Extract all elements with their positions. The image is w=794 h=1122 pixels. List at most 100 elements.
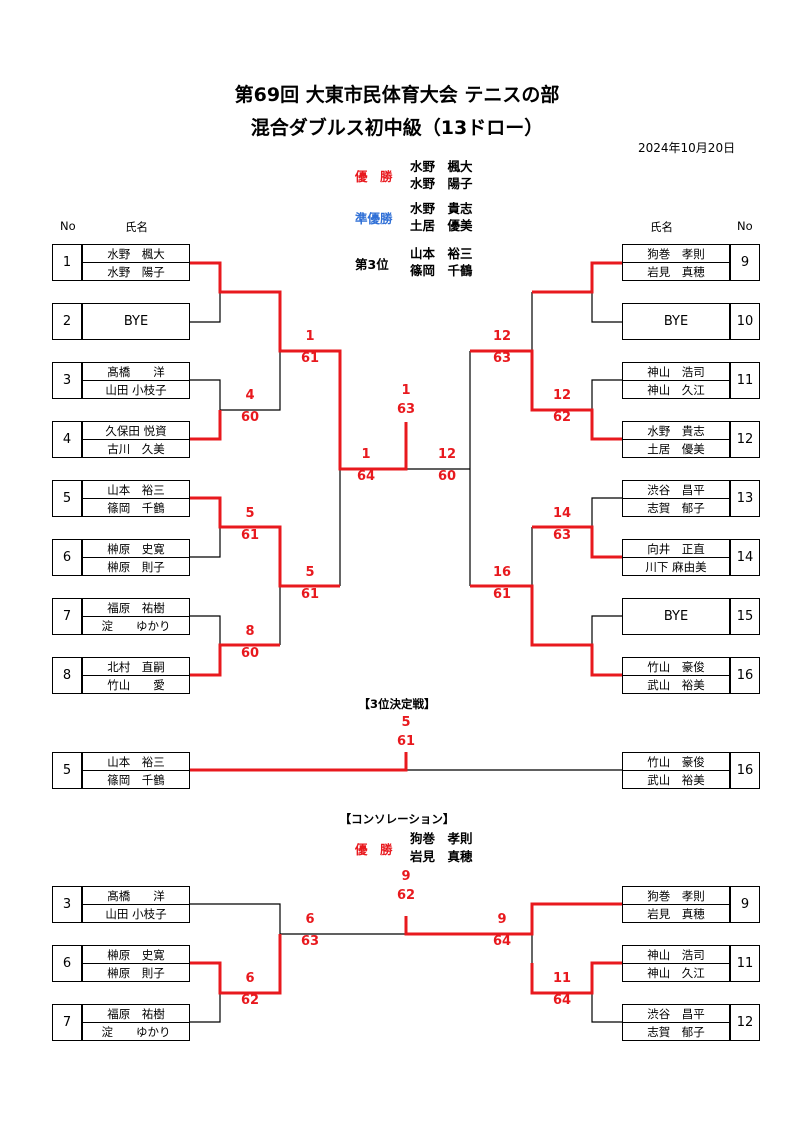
entry-bye-2: BYE <box>82 303 190 340</box>
entry-number: 13 <box>730 480 760 517</box>
page-title: 第69回 大東市民体育大会 テニスの部 <box>234 84 560 106</box>
entry-pair-6: 榊原 史寛榊原 則子 <box>82 539 190 576</box>
player-name: 岩見 真穂 <box>647 264 705 279</box>
consolation-champion-2: 岩見 真穂 <box>410 849 473 864</box>
winner-no: 5 <box>305 565 315 580</box>
game-score: 64 <box>492 934 512 949</box>
consolation-champion-label: 優 勝 <box>355 842 393 857</box>
game-score: 61 <box>300 351 320 366</box>
winner-no: 16 <box>492 565 512 580</box>
entry-pair-7: 福原 祐樹淀 ゆかり <box>82 598 190 635</box>
player-name: 榊原 則子 <box>107 559 165 574</box>
player-name: 古川 久美 <box>107 441 165 456</box>
consolation-pair-6: 榊原 史寛榊原 則子 <box>82 945 190 982</box>
winner-no: 5 <box>245 506 255 521</box>
event-date: 2024年10月20日 <box>638 141 736 155</box>
game-score: 62 <box>552 410 572 425</box>
player-name: 神山 久江 <box>647 382 705 397</box>
entry-pair-5: 山本 裕三篠岡 千鶴 <box>82 480 190 517</box>
winner-no: 4 <box>245 388 255 403</box>
player-name: 篠岡 千鶴 <box>107 500 165 515</box>
entry-pair-16: 竹山 豪俊武山 裕美 <box>622 657 730 694</box>
champion-player-1: 水野 楓大 <box>410 159 473 174</box>
entry-pair-12: 水野 貴志土居 優美 <box>622 421 730 458</box>
winner-no: 9 <box>401 869 411 884</box>
player-name: 山本 裕三 <box>83 753 189 771</box>
game-score: 62 <box>396 888 416 903</box>
player-name: 土居 優美 <box>647 441 705 456</box>
entry-number: 7 <box>52 598 82 635</box>
consolation-pair-7: 福原 祐樹淀 ゆかり <box>82 1004 190 1041</box>
game-score: 62 <box>240 993 260 1008</box>
player-name: 榊原 史寛 <box>83 540 189 558</box>
player-name: 榊原 則子 <box>107 965 165 980</box>
consolation-heading: 【コンソレーション】 <box>339 812 455 826</box>
player-name: 竹山 豪俊 <box>623 753 729 771</box>
entry-number: 3 <box>52 886 82 923</box>
entry-number: 9 <box>730 244 760 281</box>
player-name: 髙橋 洋 <box>83 363 189 381</box>
entry-number: 12 <box>730 1004 760 1041</box>
third-label: 第3位 <box>355 257 389 272</box>
player-name: 髙橋 洋 <box>83 887 189 905</box>
game-score: 63 <box>300 934 320 949</box>
winner-no: 5 <box>401 715 411 730</box>
entry-number: 1 <box>52 244 82 281</box>
third-place-pair-right: 竹山 豪俊武山 裕美 <box>622 752 730 789</box>
consolation-pair-3: 髙橋 洋山田 小枝子 <box>82 886 190 923</box>
entry-number: 11 <box>730 362 760 399</box>
player-name: 淀 ゆかり <box>101 618 171 633</box>
winner-no: 1 <box>401 383 411 398</box>
entry-number: 14 <box>730 539 760 576</box>
entry-number: 5 <box>52 752 82 789</box>
champion-label: 優 勝 <box>355 169 393 184</box>
player-name: 狗巻 孝則 <box>623 887 729 905</box>
player-name: 渋谷 昌平 <box>623 481 729 499</box>
third-place-pair-left: 山本 裕三篠岡 千鶴 <box>82 752 190 789</box>
player-name: 神山 浩司 <box>623 946 729 964</box>
runnerup-label: 準優勝 <box>355 211 393 226</box>
entry-number: 7 <box>52 1004 82 1041</box>
entry-number: 16 <box>730 657 760 694</box>
entry-number: 11 <box>730 945 760 982</box>
consolation-pair-11: 神山 浩司神山 久江 <box>622 945 730 982</box>
player-name: 福原 祐樹 <box>83 1005 189 1023</box>
entry-number: 15 <box>730 598 760 635</box>
header-name-left: 氏名 <box>125 220 148 234</box>
entry-number: 4 <box>52 421 82 458</box>
entry-number: 5 <box>52 480 82 517</box>
consolation-pair-9: 狗巻 孝則岩見 真穂 <box>622 886 730 923</box>
player-name: 篠岡 千鶴 <box>107 772 165 787</box>
player-name: 志賀 郁子 <box>647 1024 705 1039</box>
winner-no: 1 <box>361 447 371 462</box>
player-name: 神山 久江 <box>647 965 705 980</box>
game-score: 61 <box>300 587 320 602</box>
entry-pair-14: 向井 正直川下 麻由美 <box>622 539 730 576</box>
winner-no: 12 <box>437 447 457 462</box>
winner-no: 1 <box>305 329 315 344</box>
player-name: 水野 楓大 <box>83 245 189 263</box>
winner-no: 12 <box>492 329 512 344</box>
player-name: 武山 裕美 <box>647 772 705 787</box>
game-score: 63 <box>396 402 416 417</box>
entry-bye-10: BYE <box>622 303 730 340</box>
player-name: 竹山 豪俊 <box>623 658 729 676</box>
player-name: 向井 正直 <box>623 540 729 558</box>
entry-pair-9: 狗巻 孝則岩見 真穂 <box>622 244 730 281</box>
winner-no: 9 <box>497 912 507 927</box>
entry-bye-15: BYE <box>622 598 730 635</box>
